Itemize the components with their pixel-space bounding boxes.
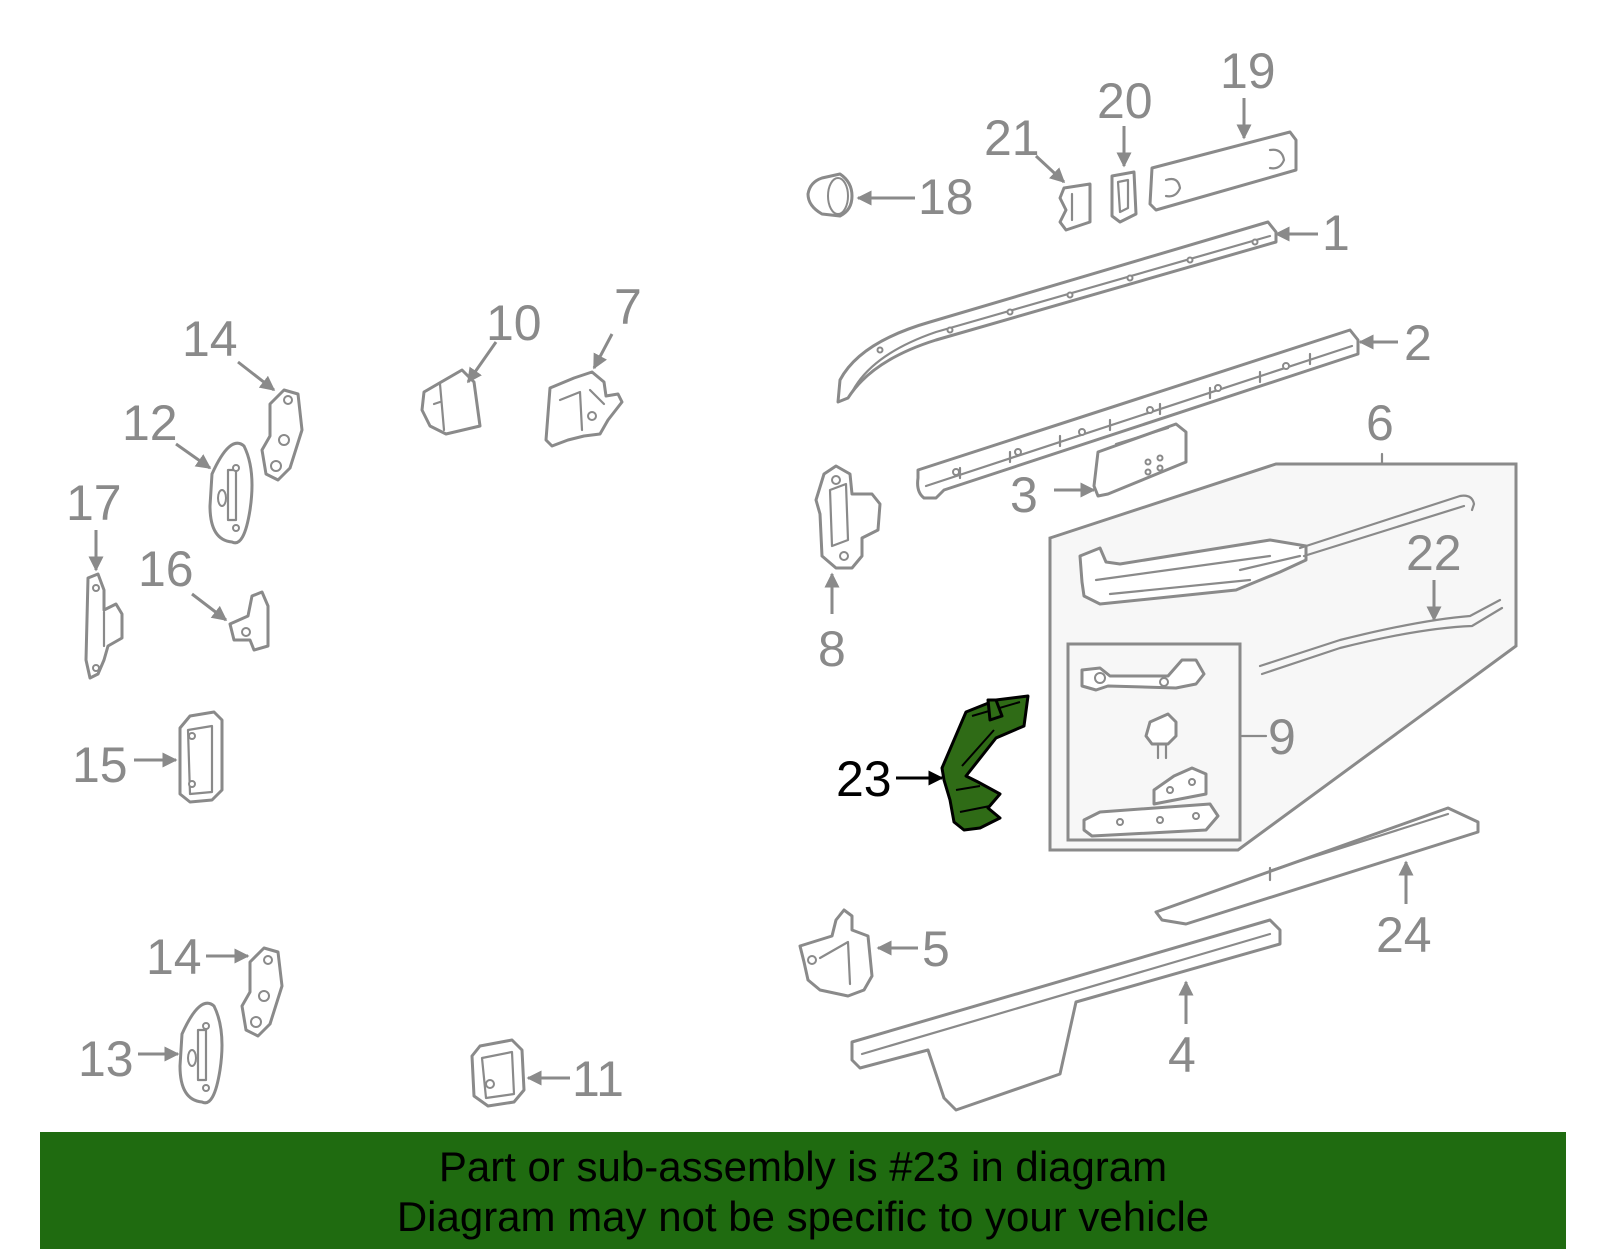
callout-16: 16 bbox=[138, 541, 194, 597]
callout-11: 11 bbox=[572, 1051, 624, 1107]
part-17-bracket[interactable]: 17 bbox=[66, 475, 124, 680]
part-3-bracket[interactable]: 3 bbox=[1010, 422, 1188, 523]
callout-17: 17 bbox=[66, 475, 122, 531]
part-7-hinge[interactable]: 7 bbox=[544, 279, 642, 448]
part-13-striker[interactable]: 13 bbox=[78, 1001, 224, 1105]
part-2-center-rail[interactable]: 2 bbox=[916, 315, 1432, 500]
callout-12: 12 bbox=[122, 395, 178, 451]
callout-19: 19 bbox=[1220, 43, 1276, 99]
part-10-block[interactable]: 10 bbox=[420, 295, 542, 436]
part-16-clip[interactable]: 16 bbox=[138, 541, 270, 652]
callout-13: 13 bbox=[78, 1031, 134, 1087]
callout-7: 7 bbox=[614, 279, 642, 335]
callout-10: 10 bbox=[486, 295, 542, 351]
part-19-cover[interactable]: 19 bbox=[1148, 43, 1298, 212]
part-15-block[interactable]: 15 bbox=[72, 710, 224, 804]
callout-6: 6 bbox=[1366, 395, 1394, 451]
callout-15: 15 bbox=[72, 737, 128, 793]
part-20-clip[interactable]: 20 bbox=[1097, 73, 1153, 224]
callout-20: 20 bbox=[1097, 73, 1153, 129]
callout-1: 1 bbox=[1322, 205, 1350, 261]
callout-2: 2 bbox=[1404, 315, 1432, 371]
parts-diagram: 18 21 20 19 1 bbox=[66, 43, 1518, 1112]
part-24-lower-rail[interactable]: 24 bbox=[1154, 806, 1480, 963]
notice-banner: Part or sub-assembly is #23 in diagram D… bbox=[40, 1132, 1566, 1249]
part-12-striker[interactable]: 12 bbox=[122, 395, 254, 545]
part-8-hinge[interactable]: 8 bbox=[814, 464, 882, 677]
banner-line-2: Diagram may not be specific to your vehi… bbox=[396, 1193, 1210, 1240]
part-5-bracket[interactable]: 5 bbox=[798, 908, 950, 998]
callout-5: 5 bbox=[922, 921, 950, 977]
part-4-sill[interactable]: 4 bbox=[850, 918, 1282, 1112]
part-1-upper-rail[interactable]: 1 bbox=[836, 205, 1350, 404]
callout-4: 4 bbox=[1168, 1027, 1196, 1083]
callout-22: 22 bbox=[1406, 525, 1462, 581]
banner-line-1: Part or sub-assembly is #23 in diagram bbox=[438, 1143, 1168, 1190]
part-14-lower[interactable]: 14 bbox=[146, 929, 284, 1038]
callout-23: 23 bbox=[836, 751, 892, 807]
callout-8: 8 bbox=[818, 621, 846, 677]
callout-14-upper: 14 bbox=[182, 311, 238, 367]
part-14-upper[interactable]: 14 bbox=[182, 311, 304, 482]
callout-24: 24 bbox=[1376, 907, 1432, 963]
callout-21: 21 bbox=[984, 110, 1040, 166]
callout-3: 3 bbox=[1010, 467, 1038, 523]
callout-9: 9 bbox=[1268, 709, 1296, 765]
part-23-highlighted[interactable]: 23 bbox=[836, 694, 1030, 832]
part-21-clip[interactable]: 21 bbox=[984, 110, 1092, 232]
callout-14-lower: 14 bbox=[146, 929, 202, 985]
part-11-block[interactable]: 11 bbox=[470, 1038, 624, 1108]
part-18-bumper[interactable]: 18 bbox=[806, 169, 974, 225]
part-9-kit-box[interactable]: 9 bbox=[1066, 642, 1296, 842]
callout-18: 18 bbox=[918, 169, 974, 225]
